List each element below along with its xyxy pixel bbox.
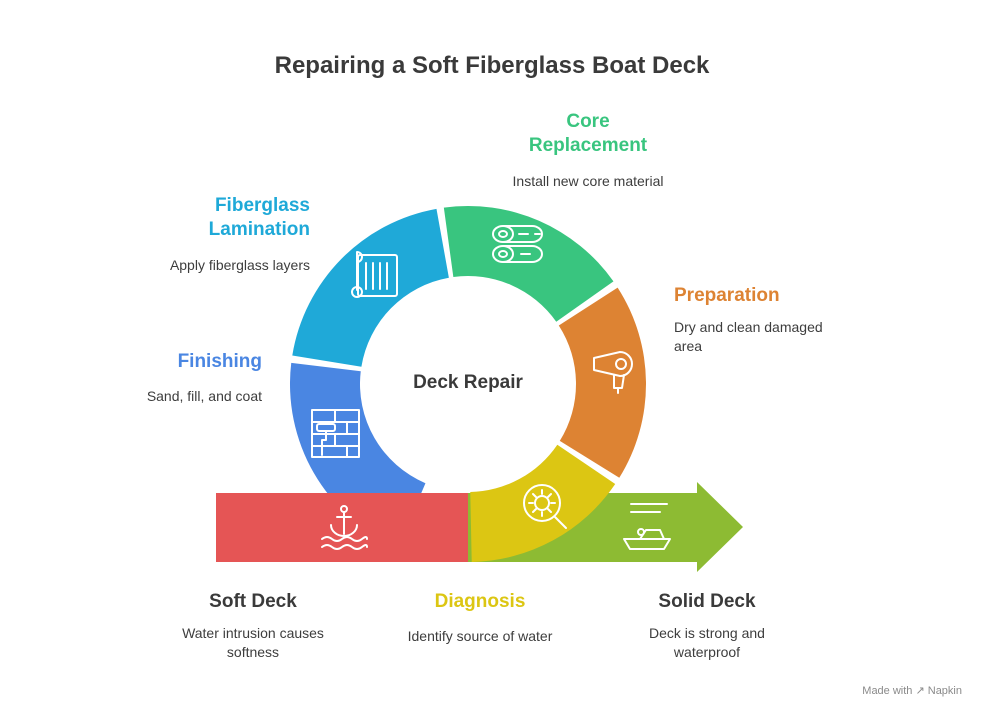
fiberglass-lamination-desc: Apply fiberglass layers — [169, 257, 310, 273]
diagnosis-desc: Identify source of water — [407, 628, 553, 644]
finishing-desc: Sand, fill, and coat — [146, 388, 262, 404]
core-replacement-title-line2: Replacement — [528, 135, 648, 156]
anchor-waves-icon — [321, 505, 368, 550]
ring-segment-diagnosis — [470, 444, 616, 562]
soft-deck-desc-line2: softness — [226, 644, 280, 660]
solid-deck-desc-line2: waterproof — [673, 644, 741, 660]
diagram-title: Repairing a Soft Fiberglass Boat Deck — [274, 52, 710, 79]
center-label: Deck Repair — [413, 372, 523, 393]
ring-segment-preparation — [558, 287, 646, 478]
preparation-desc-line2: area — [674, 338, 703, 354]
ring-segment-fiberglass-lamination — [292, 208, 449, 367]
solid-deck-title: Solid Deck — [658, 591, 756, 612]
finishing-title: Finishing — [177, 351, 262, 372]
fiberglass-lamination-title-line2: Lamination — [208, 219, 310, 240]
hair-dryer-icon — [593, 351, 633, 394]
diagnosis-title: Diagnosis — [434, 591, 526, 612]
core-replacement-title: Core Replacement — [488, 110, 688, 158]
log-stack-icon — [492, 225, 543, 263]
preparation-desc-line1: Dry and clean damaged — [674, 319, 823, 335]
soft-deck-desc-line1: Water intrusion causes — [182, 625, 324, 641]
preparation-desc: Dry and clean damaged area — [674, 318, 874, 356]
ring-segment-core-replacement — [443, 205, 614, 322]
solid-deck-desc: Deck is strong and waterproof — [607, 624, 807, 662]
solid-deck-desc-line1: Deck is strong and — [649, 625, 765, 641]
speedboat-icon — [623, 503, 671, 550]
fabric-roll-icon — [351, 251, 398, 298]
fiberglass-lamination-title: Fiberglass Lamination — [130, 194, 310, 242]
magnifier-virus-icon — [523, 484, 567, 529]
paint-roller-wall-icon — [311, 409, 360, 458]
core-replacement-desc: Install new core material — [512, 173, 664, 189]
soft-deck-desc: Water intrusion causes softness — [153, 624, 353, 662]
soft-deck-title: Soft Deck — [209, 591, 297, 612]
preparation-title: Preparation — [674, 285, 780, 306]
soft-deck-bar — [216, 493, 468, 562]
core-replacement-title-line1: Core — [566, 111, 610, 132]
napkin-footer: Made with ↗ Napkin — [862, 685, 962, 697]
fiberglass-lamination-title-line1: Fiberglass — [214, 195, 310, 216]
